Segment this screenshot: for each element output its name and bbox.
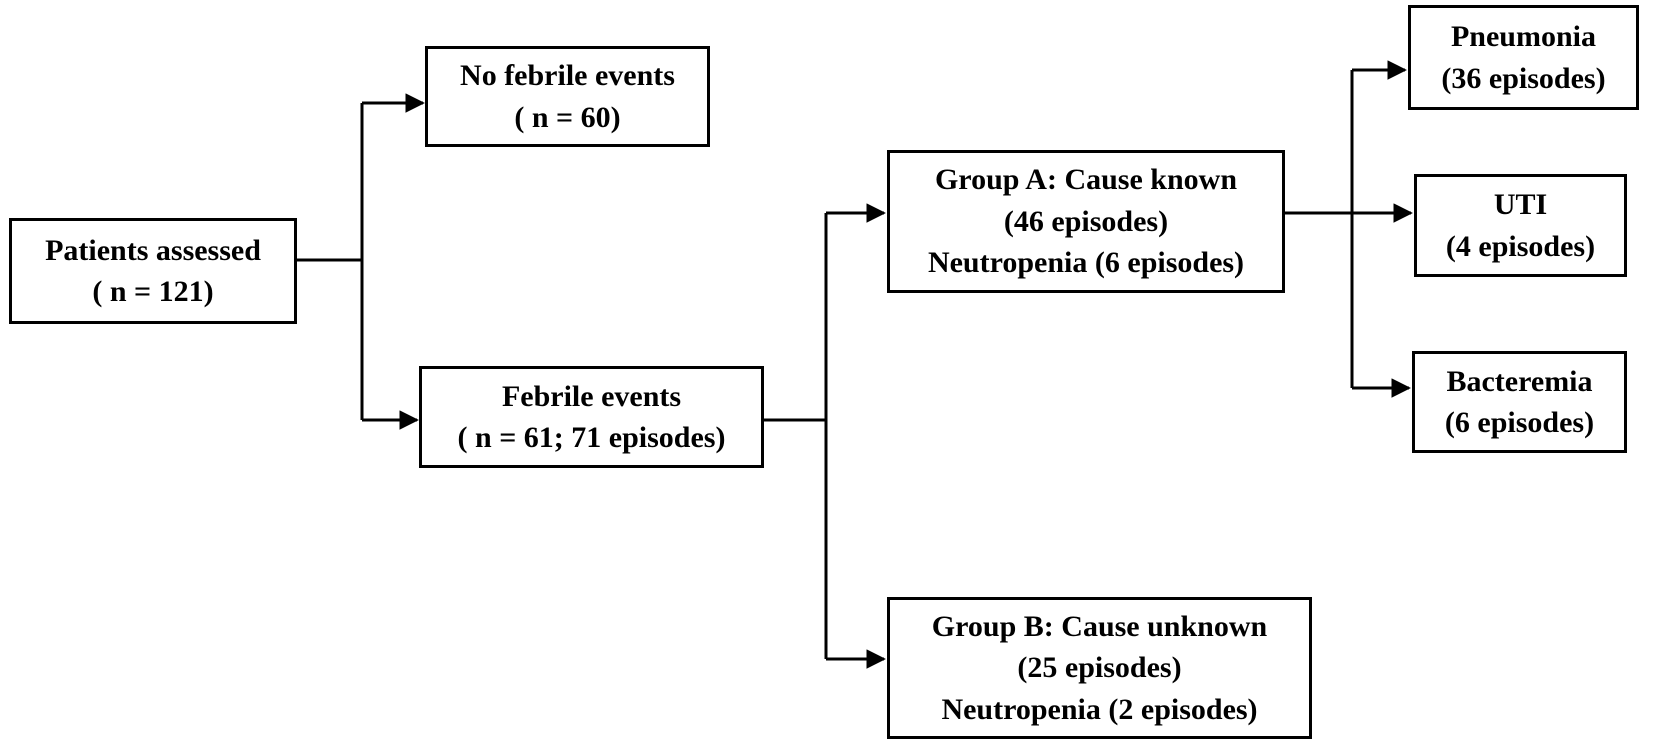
node-febrile-events-count: ( n = 61; 71 episodes) [457, 421, 726, 454]
node-uti-count: (4 episodes) [1445, 229, 1596, 263]
node-pneumonia-count: (36 episodes) [1441, 61, 1606, 95]
node-bacteremia-title: Bacteremia [1446, 364, 1593, 398]
node-no-febrile-events: No febrile events ( n = 60) [425, 46, 710, 147]
node-no-febrile-events-title: No febrile events [460, 59, 675, 93]
node-no-febrile-events-count: ( n = 60) [514, 100, 621, 134]
node-group-b-neutropenia: Neutropenia (2 episodes) [941, 692, 1258, 726]
node-group-a-title: Group A: Cause known [934, 163, 1238, 197]
node-bacteremia-count: (6 episodes) [1444, 406, 1595, 439]
node-patients-assessed-title: Patients assessed [45, 233, 261, 267]
node-group-b-count: (25 episodes) [1017, 651, 1182, 685]
node-uti-title: UTI [1493, 188, 1548, 222]
node-febrile-events: Febrile events ( n = 61; 71 episodes) [419, 366, 764, 468]
node-patients-assessed-count: ( n = 121) [92, 275, 214, 308]
node-uti: UTI (4 episodes) [1414, 174, 1627, 277]
node-group-b-title: Group B: Cause unknown [931, 609, 1268, 643]
node-febrile-events-title: Febrile events [501, 379, 682, 413]
node-bacteremia: Bacteremia (6 episodes) [1412, 351, 1627, 453]
node-pneumonia-title: Pneumonia [1450, 20, 1597, 54]
node-group-b: Group B: Cause unknown (25 episodes) Neu… [887, 597, 1312, 739]
node-patients-assessed: Patients assessed ( n = 121) [9, 218, 297, 324]
node-pneumonia: Pneumonia (36 episodes) [1408, 5, 1639, 110]
node-group-a-count: (46 episodes) [1003, 204, 1169, 238]
node-group-a: Group A: Cause known (46 episodes) Neutr… [887, 150, 1285, 293]
node-group-a-neutropenia: Neutropenia (6 episodes) [927, 246, 1245, 280]
